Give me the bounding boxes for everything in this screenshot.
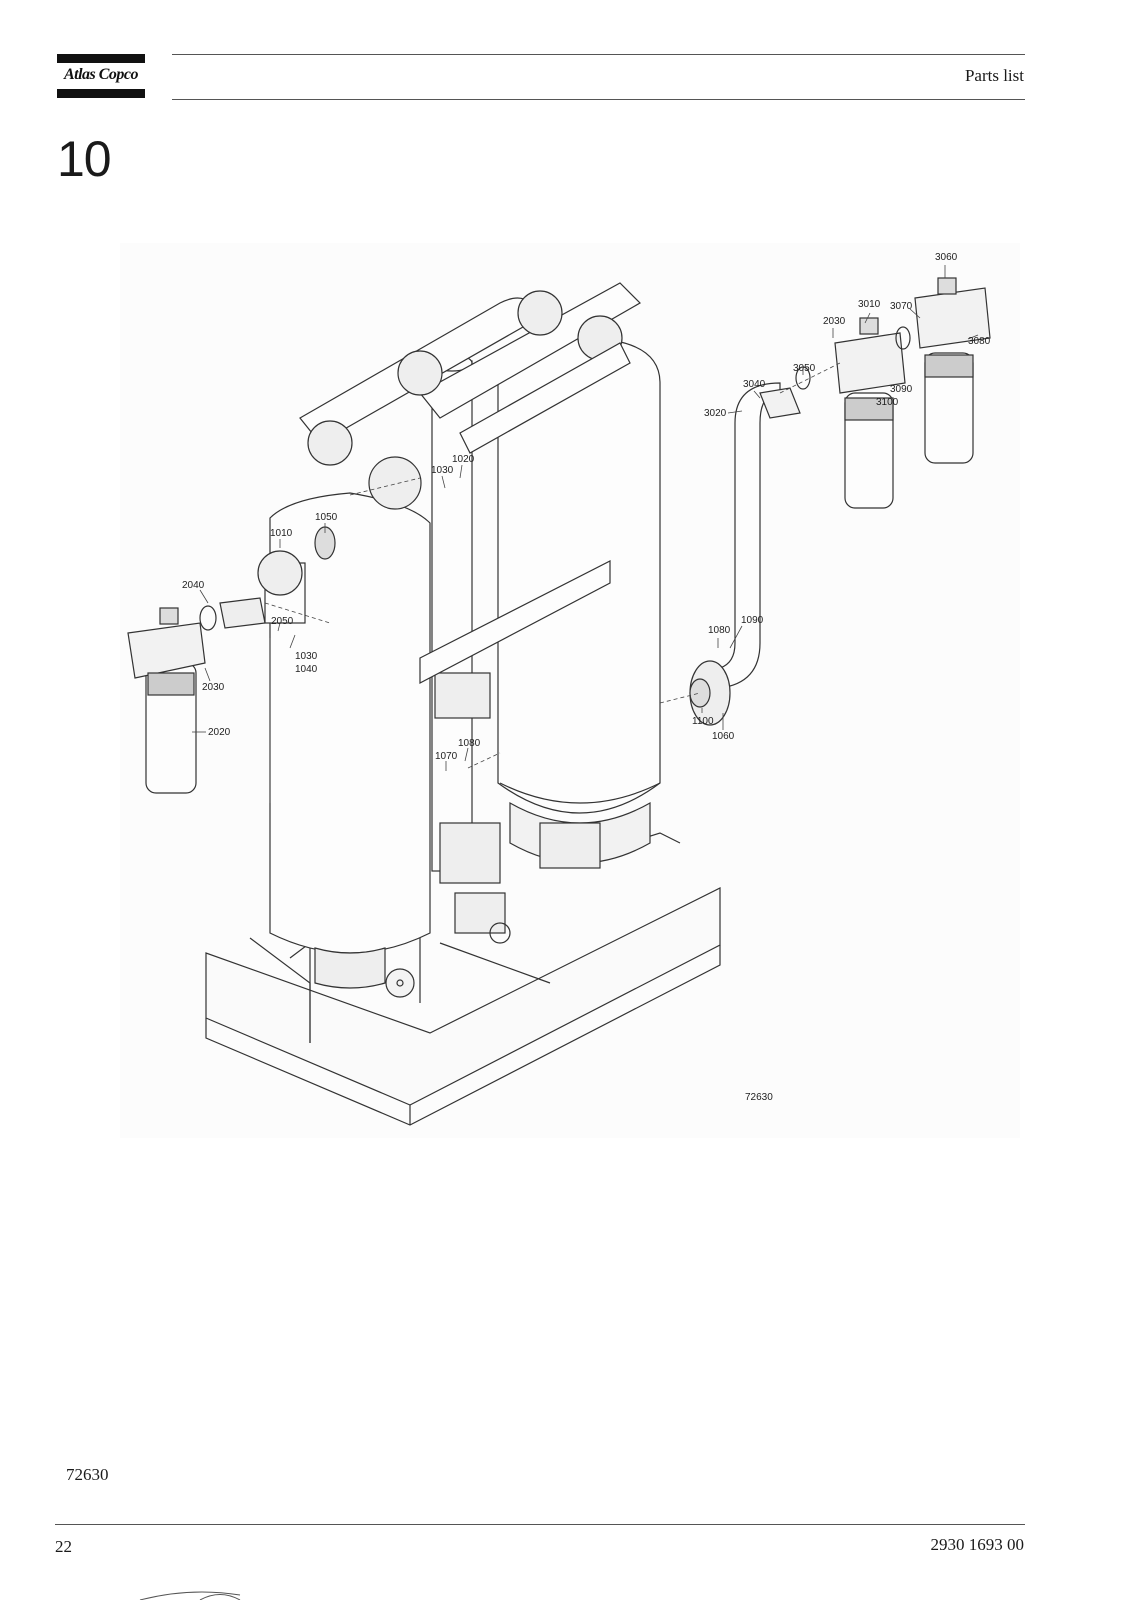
section-number: 10 xyxy=(57,131,112,187)
header-rule-bottom xyxy=(172,99,1025,100)
callout-1040: 1040 xyxy=(295,664,318,675)
callout-1030-lower: 1030 xyxy=(295,651,318,662)
callout-2030-lower: 2030 xyxy=(202,682,225,693)
top-manifold xyxy=(299,282,641,510)
callout-1030: 1030 xyxy=(431,465,454,476)
callout-3020: 3020 xyxy=(704,408,727,419)
right-filters xyxy=(795,277,991,509)
callout-1050: 1050 xyxy=(315,512,338,523)
callout-1090: 1090 xyxy=(741,615,764,626)
support-bracket xyxy=(419,560,611,684)
callout-1100: 1100 xyxy=(692,716,714,727)
header-title: Parts list xyxy=(964,66,1024,85)
callout-3070: 3070 xyxy=(890,301,913,312)
figure-reference: 72630 xyxy=(66,1465,109,1484)
callout-3060: 3060 xyxy=(935,252,958,263)
exploded-view-drawing: 3060 3010 3070 2030 3080 3040 3050 3090 … xyxy=(120,243,1020,1138)
document-number: 2930 1693 00 xyxy=(930,1535,1025,1554)
callout-3010: 3010 xyxy=(858,299,881,310)
logo-bar-bottom xyxy=(57,89,145,98)
callout-3050: 3050 xyxy=(793,363,816,374)
left-vessel xyxy=(269,492,431,998)
page-number: 22 xyxy=(55,1537,72,1556)
outlet-elbow xyxy=(689,382,801,726)
callout-1080: 1080 xyxy=(708,625,731,636)
valve-block xyxy=(439,822,601,944)
callout-2050: 2050 xyxy=(271,616,294,627)
callout-3040: 3040 xyxy=(743,379,766,390)
logo-bar-top xyxy=(57,54,145,63)
header-rule-top xyxy=(172,54,1025,55)
footer-rule xyxy=(55,1524,1025,1525)
callout-1080-lower: 1080 xyxy=(458,738,481,749)
callout-2030: 2030 xyxy=(823,316,846,327)
logo-wordmark: Atlas Copco xyxy=(63,66,139,83)
leader-lines xyxy=(192,265,979,803)
callout-1060: 1060 xyxy=(712,731,735,742)
callout-3100: 3100 xyxy=(876,397,899,408)
callout-2040: 2040 xyxy=(182,580,205,591)
callout-3080: 3080 xyxy=(968,336,991,347)
callout-2020: 2020 xyxy=(208,727,231,738)
next-page-drawing-fragment xyxy=(139,1591,241,1600)
atlas-copco-logo: Atlas Copco xyxy=(57,54,145,98)
callout-3090: 3090 xyxy=(890,384,913,395)
left-filter xyxy=(127,526,336,794)
callout-1070: 1070 xyxy=(435,751,458,762)
drawing-number: 72630 xyxy=(745,1092,773,1103)
callout-1010: 1010 xyxy=(270,528,293,539)
callout-1020: 1020 xyxy=(452,454,475,465)
